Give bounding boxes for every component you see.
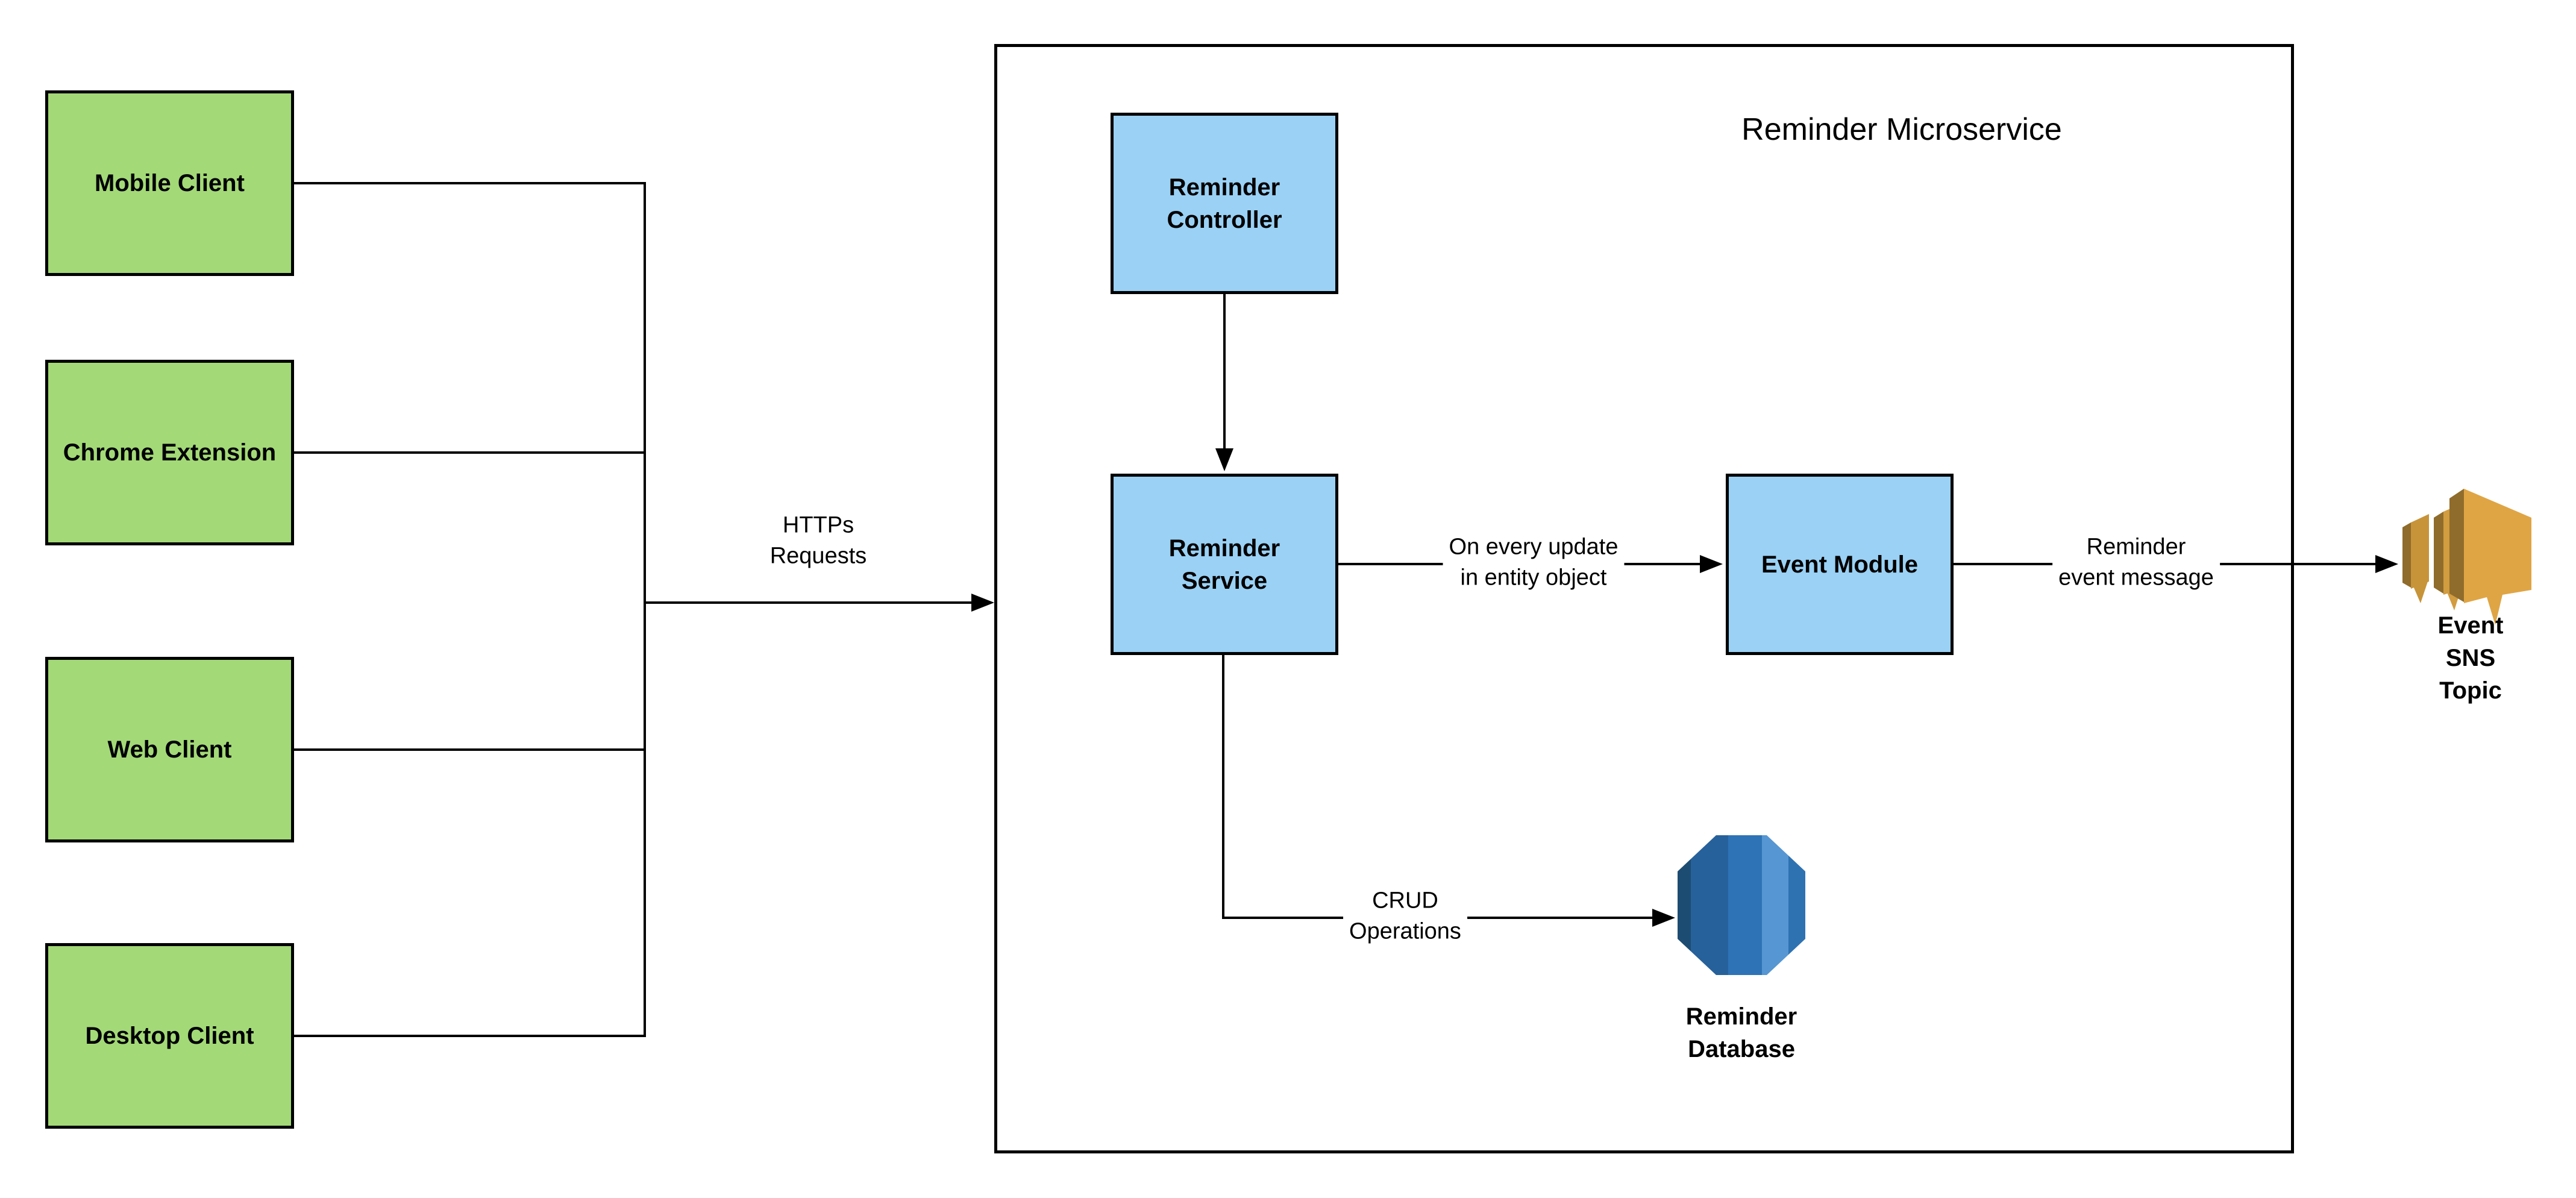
- arrow-service-to-db-vertical-line: [1222, 655, 1224, 919]
- aws-database-icon: [1678, 835, 1805, 975]
- node-reminder-service-label: Reminder Service: [1168, 535, 1280, 594]
- edge-label-crud-operations: CRUD Operations: [1343, 884, 1467, 949]
- sns-topic-label: Event SNS Topic: [2437, 612, 2504, 704]
- client-node-chrome-extension-label: Chrome Extension: [63, 439, 277, 466]
- node-event-module: Event Module: [1726, 474, 1954, 655]
- https-arrow-line: [644, 601, 973, 604]
- connector-web-to-bus: [293, 748, 646, 751]
- microservice-container: [994, 44, 2294, 1153]
- client-node-web-label: Web Client: [107, 736, 232, 763]
- client-bus-line: [644, 182, 646, 1037]
- connector-desktop-to-bus: [293, 1035, 646, 1037]
- aws-sns-topic-icon: [2401, 479, 2534, 627]
- edge-label-entity-update: On every update in entity object: [1443, 530, 1625, 595]
- node-event-module-label: Event Module: [1761, 551, 1919, 578]
- client-node-desktop-label: Desktop Client: [85, 1023, 254, 1049]
- https-arrowhead-icon: [971, 594, 994, 612]
- node-reminder-controller-label: Reminder Controller: [1167, 174, 1282, 233]
- connector-mobile-to-bus: [293, 182, 646, 184]
- event-sns-arrowhead-icon: [2375, 555, 2398, 573]
- client-node-mobile: Mobile Client: [45, 90, 294, 276]
- node-reminder-service: Reminder Service: [1111, 474, 1338, 655]
- edge-label-reminder-event: Reminder event message: [2052, 530, 2220, 595]
- client-node-web: Web Client: [45, 657, 294, 842]
- connector-chrome-to-bus: [293, 451, 646, 454]
- edge-label-https-requests: HTTPs Requests: [763, 509, 873, 574]
- microservice-container-title: Reminder Microservice: [1741, 112, 2062, 147]
- arrow-controller-to-service-line: [1223, 294, 1226, 450]
- node-reminder-controller: Reminder Controller: [1111, 113, 1338, 294]
- service-db-arrowhead-icon: [1652, 909, 1675, 927]
- controller-service-arrowhead-icon: [1215, 448, 1233, 471]
- service-event-arrowhead-icon: [1700, 555, 1723, 573]
- client-node-mobile-label: Mobile Client: [95, 170, 245, 196]
- client-node-desktop: Desktop Client: [45, 943, 294, 1129]
- client-node-chrome-extension: Chrome Extension: [45, 360, 294, 545]
- database-label: Reminder Database: [1685, 1003, 1797, 1062]
